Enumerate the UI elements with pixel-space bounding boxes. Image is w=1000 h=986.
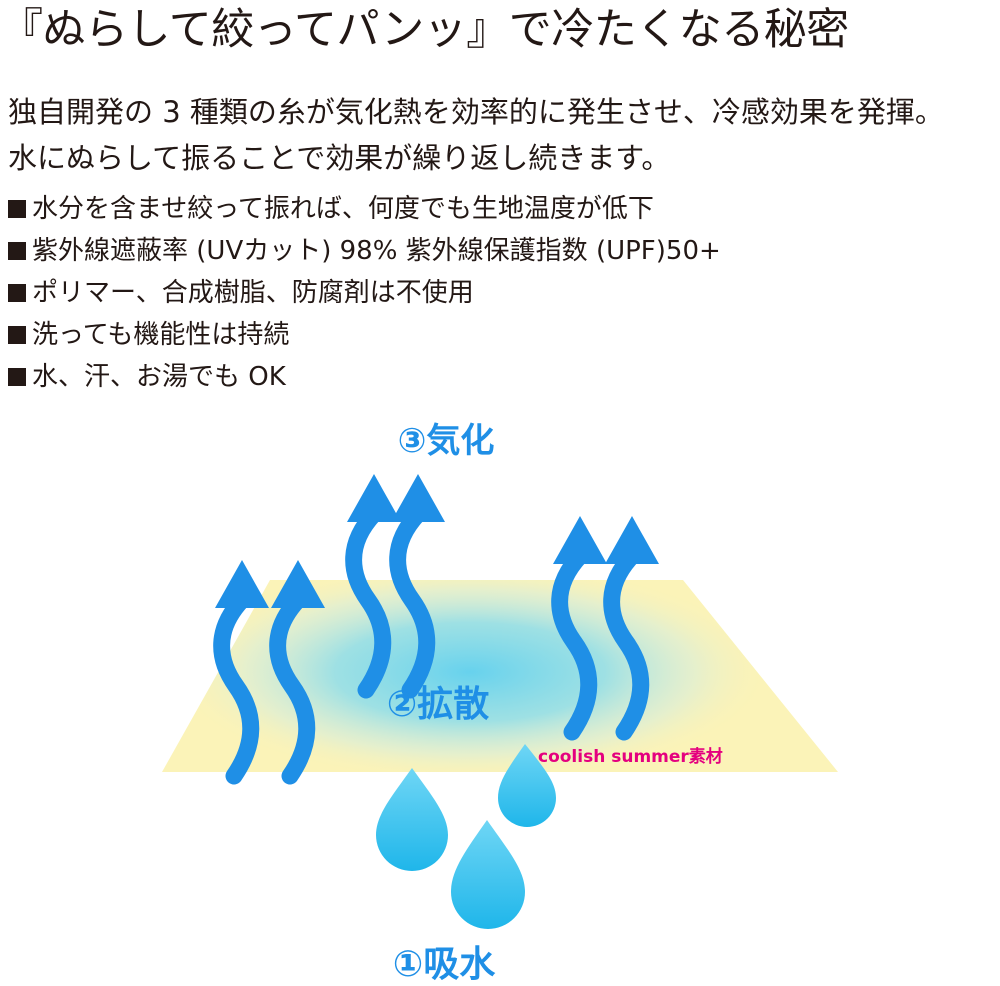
description-line-2: 水にぬらして振ることで効果が繰り返し続きます。 — [8, 141, 671, 175]
feature-item: 洗っても機能性は持続 — [8, 314, 721, 356]
bullet-square-icon — [8, 200, 26, 218]
bullet-square-icon — [8, 284, 26, 302]
description-line-1: 独自開発の 3 種類の糸が気化熱を効率的に発生させ、冷感効果を発揮。 — [8, 95, 944, 129]
feature-list: 水分を含ませ絞って振れば、何度でも生地温度が低下 紫外線遮蔽率 (UVカット) … — [8, 188, 721, 398]
feature-text: 洗っても機能性は持続 — [32, 320, 290, 350]
feature-item: 水分を含ませ絞って振れば、何度でも生地温度が低下 — [8, 188, 721, 230]
stage-diffusion-label: ②拡散 — [387, 684, 489, 725]
water-drop-icon — [451, 820, 525, 929]
material-label: coolish summer素材 — [538, 746, 723, 767]
feature-text: 水、汗、お湯でも OK — [32, 362, 286, 392]
feature-text: 紫外線遮蔽率 (UVカット) 98% 紫外線保護指数 (UPF)50+ — [32, 236, 721, 266]
feature-text: ポリマー、合成樹脂、防腐剤は不使用 — [32, 278, 474, 308]
feature-item: 水、汗、お湯でも OK — [8, 356, 721, 398]
feature-text: 水分を含ませ絞って振れば、何度でも生地温度が低下 — [32, 194, 654, 224]
water-drop-icon — [498, 744, 556, 827]
water-drops — [376, 744, 556, 929]
stage-absorption-label: ①吸水 — [393, 944, 496, 985]
bullet-square-icon — [8, 326, 26, 344]
feature-item: 紫外線遮蔽率 (UVカット) 98% 紫外線保護指数 (UPF)50+ — [8, 230, 721, 272]
bullet-square-icon — [8, 368, 26, 386]
page-title: 『ぬらして絞ってパンッ』で冷たくなる秘密 — [0, 5, 849, 55]
cooling-diagram: ③気化 ②拡散 ①吸水 coolish summer素材 — [162, 421, 838, 985]
water-drop-icon — [376, 768, 448, 871]
bullet-square-icon — [8, 242, 26, 260]
stage-evaporation-label: ③気化 — [398, 421, 495, 461]
feature-item: ポリマー、合成樹脂、防腐剤は不使用 — [8, 272, 721, 314]
